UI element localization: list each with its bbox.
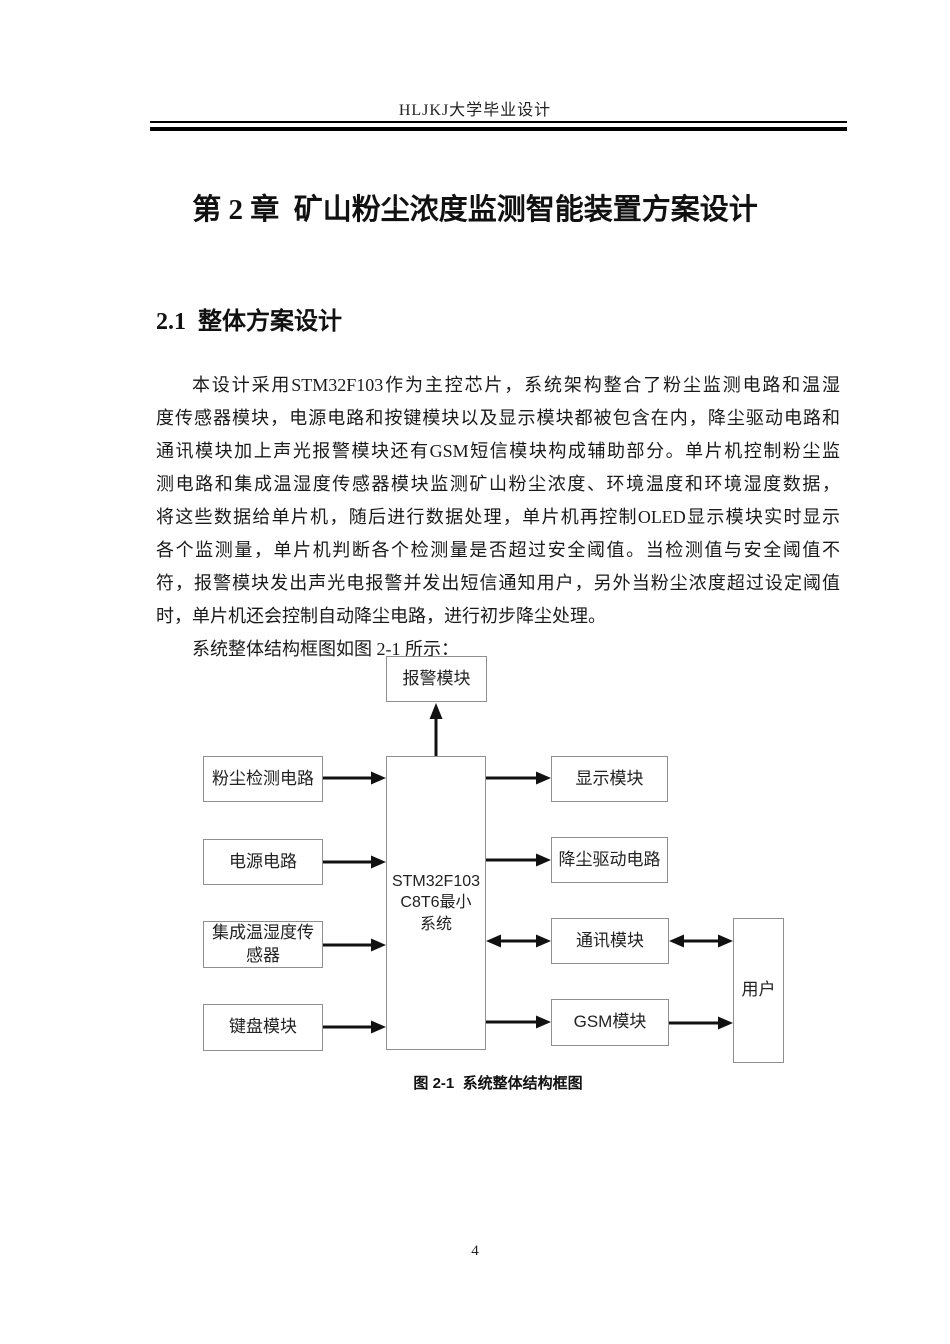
header-double-rule	[150, 121, 847, 131]
diagram-box-dust-detect-circuit: 粉尘检测电路	[203, 756, 323, 802]
box-label: 显示模块	[575, 768, 644, 788]
body-line: 系统整体结构框图如图 2-1 所示：	[192, 639, 459, 659]
figure-caption: 图 2-1 系统整体结构框图	[413, 1075, 583, 1092]
diagram-box-user: 用户	[733, 918, 784, 1063]
chapter-title: 第 2 章 矿山粉尘浓度监测智能装置方案设计	[192, 194, 758, 226]
diagram-box-mcu-stm32-min-system: STM32F103 C8T6最小 系统	[386, 756, 486, 1050]
box-label: 用户	[741, 980, 776, 1000]
box-label: 电源电路	[229, 851, 297, 871]
diagram-box-display-module: 显示模块	[551, 756, 668, 802]
page-number: 4	[471, 1243, 479, 1259]
box-label-line2: C8T6最小	[400, 894, 472, 912]
diagram-box-dust-reduction-drive-circuit: 降尘驱动电路	[551, 837, 668, 883]
system-block-diagram: 报警模块 粉尘检测电路 电源电路 集成温湿度传 感器 键盘模块 STM32F10…	[190, 650, 800, 1070]
box-label: 键盘模块	[229, 1017, 297, 1037]
body-line: 度传感器模块，电源电路和按键模块以及显示模块都被包含在内，降尘驱动电路和	[156, 408, 840, 428]
box-label-line1: 集成温湿度传	[212, 922, 314, 942]
body-line: 各个监测量，单片机判断各个检测量是否超过安全阈值。当检测值与安全阈值不	[156, 540, 840, 560]
running-header: HLJKJ大学毕业设计	[398, 102, 552, 119]
diagram-box-gsm-module: GSM模块	[551, 999, 669, 1046]
box-label-line3: 系统	[419, 915, 452, 933]
diagram-box-power-circuit: 电源电路	[203, 839, 323, 885]
section-heading: 2.1 整体方案设计	[156, 309, 342, 335]
body-line: 将这些数据给单片机，随后进行数据处理，单片机再控制OLED显示模块实时显示	[156, 507, 840, 527]
box-label-line1: STM32F103	[391, 872, 481, 890]
box-label: 通讯模块	[576, 930, 644, 950]
diagram-box-temp-humidity-sensor: 集成温湿度传 感器	[203, 921, 323, 968]
body-line: 符，报警模块发出声光电报警并发出短信通知用户，另外当粉尘浓度超过设定阈值	[156, 573, 840, 593]
body-line: 测电路和集成温湿度传感器模块监测矿山粉尘浓度、环境温度和环境湿度数据，	[156, 474, 840, 494]
body-line: 通讯模块加上声光报警模块还有GSM短信模块构成辅助部分。单片机控制粉尘监	[156, 441, 840, 461]
body-text: 本设计采用STM32F103作为主控芯片，系统架构整合了粉尘监测电路和温湿 度传…	[156, 369, 840, 666]
box-label: 降尘驱动电路	[558, 849, 661, 869]
diagram-box-alarm-module: 报警模块	[386, 656, 487, 702]
box-label: GSM模块	[573, 1012, 647, 1032]
box-label: 报警模块	[402, 668, 471, 688]
diagram-box-keyboard-module: 键盘模块	[203, 1004, 323, 1051]
box-label: 粉尘检测电路	[212, 768, 314, 788]
diagram-box-comm-module: 通讯模块	[551, 918, 669, 964]
box-label-line2: 感器	[246, 945, 280, 965]
diagram-arrows	[323, 703, 733, 1034]
body-line: 时，单片机还会控制自动降尘电路，进行初步降尘处理。	[156, 606, 606, 626]
body-line: 本设计采用STM32F103作为主控芯片，系统架构整合了粉尘监测电路和温湿	[192, 375, 840, 395]
